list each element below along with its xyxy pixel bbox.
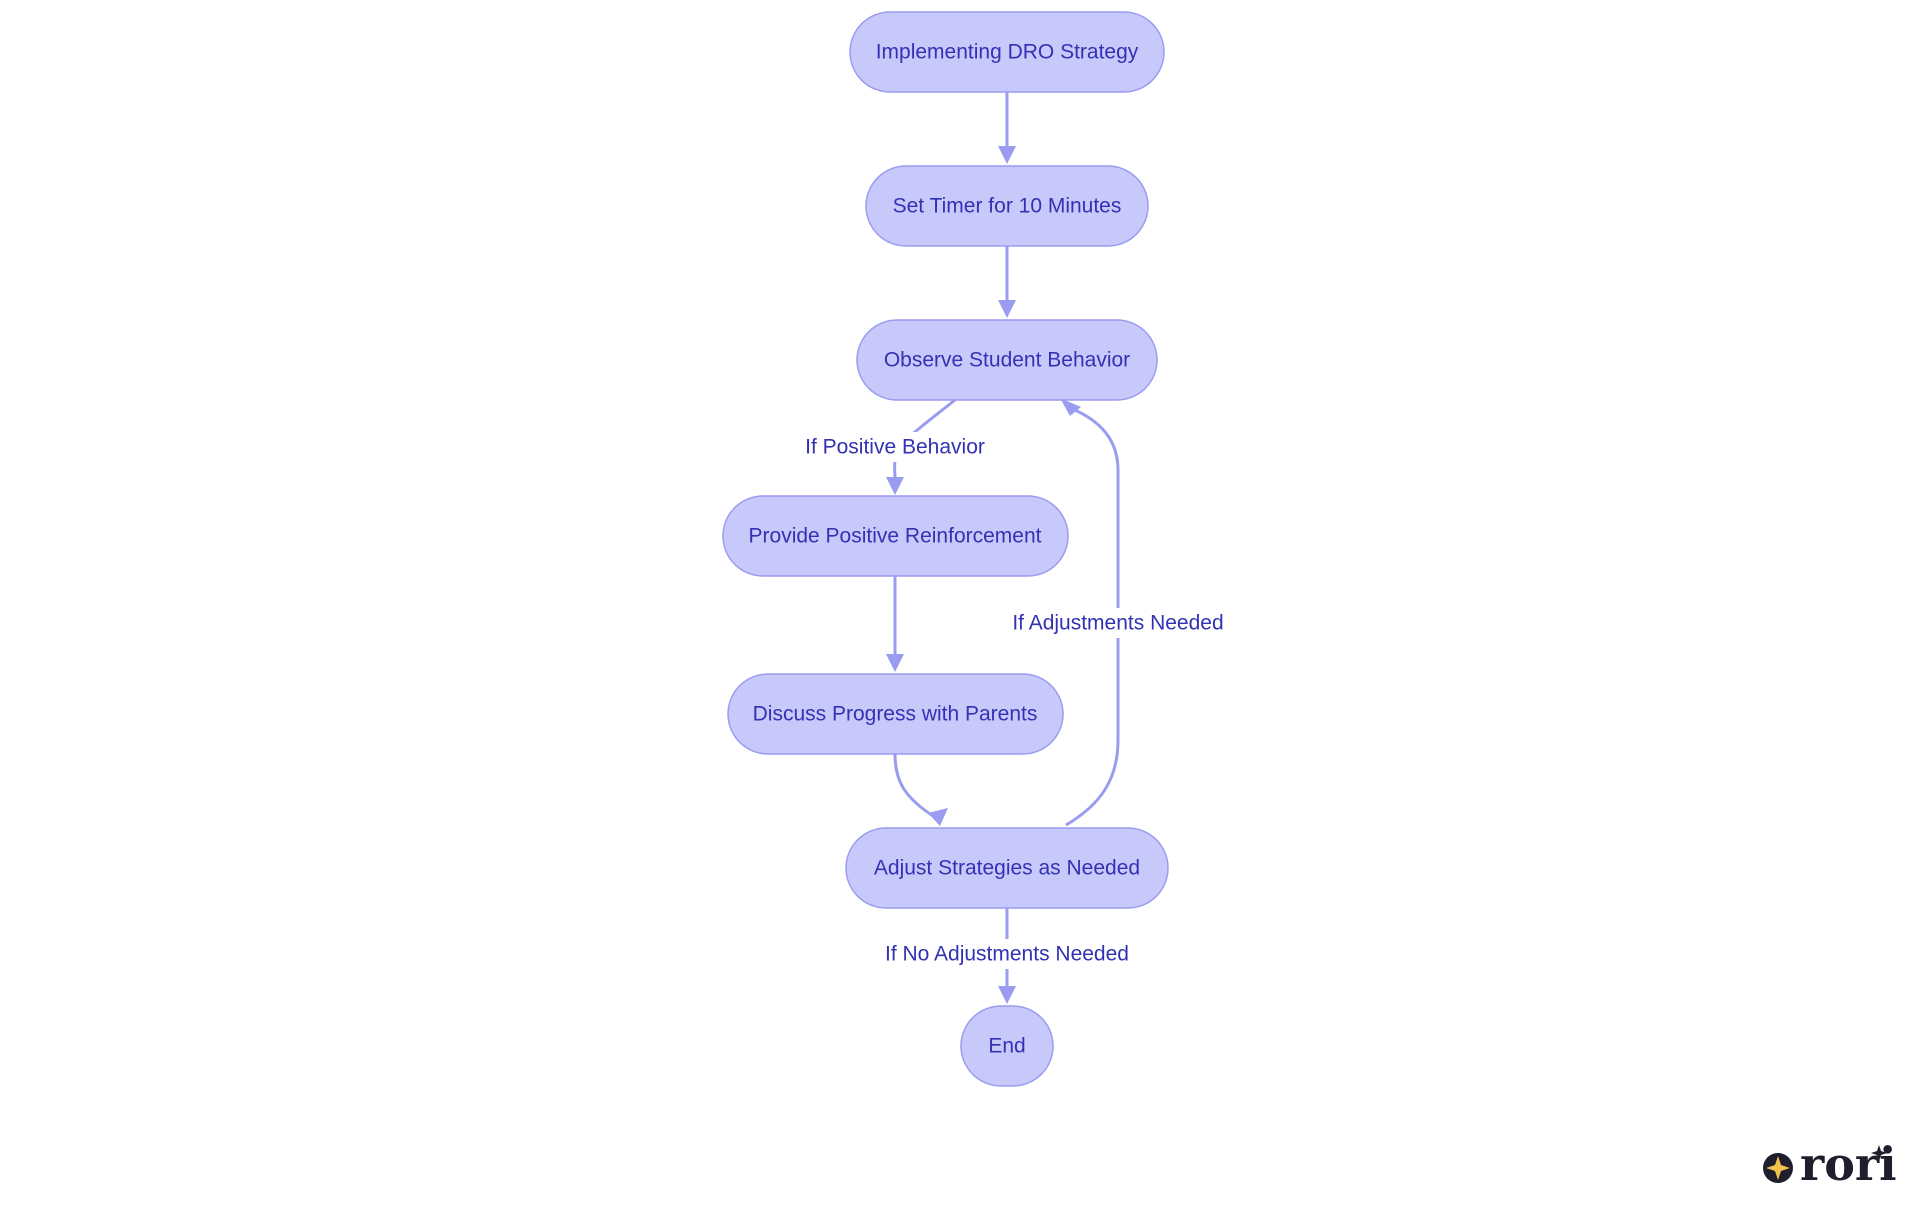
arrowhead-reinforce: [886, 477, 904, 495]
node-end-shape: [960, 1005, 1054, 1087]
label-bg-no-adjustments: [884, 939, 1130, 969]
node-end: End: [960, 1005, 1054, 1087]
arrowhead-observe-loop: [1060, 398, 1081, 416]
node-adjust-label: Adjust Strategies as Needed: [874, 857, 1140, 880]
node-start-shape: [849, 11, 1165, 93]
arrowhead-timer: [998, 146, 1016, 164]
logo-wordmark: rori: [1800, 1137, 1897, 1191]
node-observe: Observe Student Behavior: [856, 319, 1158, 401]
label-bg-adjustments: [1010, 608, 1226, 638]
edge-label-no-adjustments: If No Adjustments Needed: [885, 943, 1129, 966]
node-start-label: Implementing DRO Strategy: [876, 41, 1139, 64]
node-discuss-shape: [727, 673, 1064, 755]
node-adjust-shape: [845, 827, 1169, 909]
node-reinforce: Provide Positive Reinforcement: [722, 495, 1069, 577]
node-start: Implementing DRO Strategy: [849, 11, 1165, 93]
node-timer-shape: [865, 165, 1149, 247]
brand-logo: rori: [1763, 1137, 1897, 1191]
node-timer: Set Timer for 10 Minutes: [865, 165, 1149, 247]
edge-adjust-to-observe: [1065, 406, 1120, 827]
node-timer-label: Set Timer for 10 Minutes: [893, 195, 1122, 218]
arrowhead-discuss: [886, 654, 904, 672]
edge-label-positive: If Positive Behavior: [805, 436, 985, 459]
arrowhead-observe: [998, 300, 1016, 318]
node-observe-shape: [856, 319, 1158, 401]
edge-label-adjustments: If Adjustments Needed: [1012, 612, 1223, 635]
node-discuss-label: Discuss Progress with Parents: [753, 703, 1038, 726]
node-reinforce-label: Provide Positive Reinforcement: [749, 525, 1042, 548]
node-reinforce-shape: [722, 495, 1069, 577]
label-bg-positive: [806, 432, 984, 462]
arrowhead-adjust: [928, 808, 948, 826]
node-observe-label: Observe Student Behavior: [884, 349, 1130, 372]
nodes: Implementing DRO Strategy Set Timer for …: [722, 11, 1169, 1087]
logo-star-icon: [1871, 1145, 1887, 1161]
edge-labels: If Positive Behavior If Adjustments Need…: [805, 432, 1226, 969]
sparkle-icon: [1766, 1156, 1790, 1180]
arrowhead-end: [998, 986, 1016, 1004]
node-end-label: End: [988, 1035, 1025, 1058]
edge-discuss-to-adjust: [893, 753, 937, 820]
node-adjust: Adjust Strategies as Needed: [845, 827, 1169, 909]
node-discuss: Discuss Progress with Parents: [727, 673, 1064, 755]
